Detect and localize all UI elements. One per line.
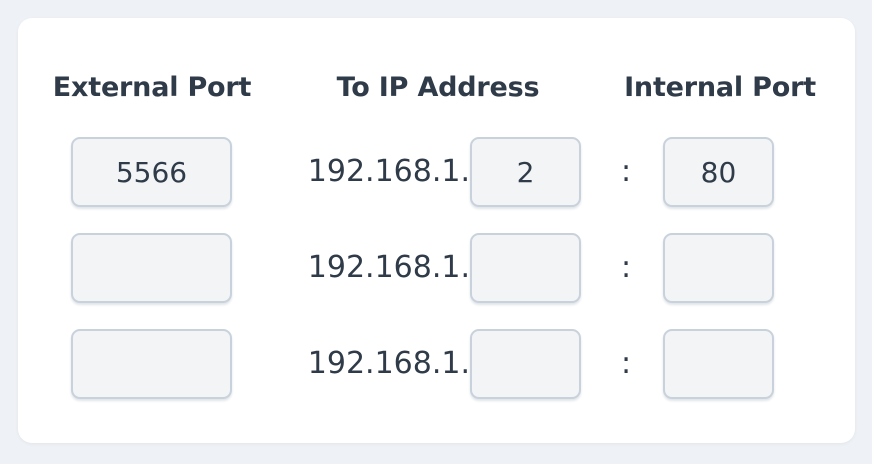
- port-forwarding-rows: 192.168.1. : 192.168.1. : 192.168.1. :: [18, 18, 855, 443]
- internal-port-input[interactable]: [663, 329, 774, 399]
- port-forwarding-card: External Port To IP Address Internal Por…: [18, 18, 855, 443]
- table-row: 192.168.1. :: [18, 137, 855, 207]
- table-row: 192.168.1. :: [18, 329, 855, 399]
- internal-port-input[interactable]: [663, 137, 774, 207]
- ip-prefix-label: 192.168.1.: [307, 346, 470, 381]
- external-port-input[interactable]: [71, 137, 232, 207]
- internal-port-input[interactable]: [663, 233, 774, 303]
- ip-octet-input[interactable]: [470, 329, 581, 399]
- ip-octet-input[interactable]: [470, 233, 581, 303]
- column-header-row: External Port To IP Address Internal Por…: [18, 72, 855, 114]
- ip-prefix-label: 192.168.1.: [307, 154, 470, 189]
- column-header-to-ip-address: To IP Address: [336, 72, 540, 103]
- ip-prefix-label: 192.168.1.: [307, 250, 470, 285]
- ip-octet-input[interactable]: [470, 137, 581, 207]
- external-port-input[interactable]: [71, 233, 232, 303]
- table-row: 192.168.1. :: [18, 233, 855, 303]
- column-header-external-port: External Port: [52, 72, 252, 103]
- port-separator-label: :: [620, 250, 632, 285]
- external-port-input[interactable]: [71, 329, 232, 399]
- port-separator-label: :: [620, 346, 632, 381]
- port-separator-label: :: [620, 154, 632, 189]
- column-header-internal-port: Internal Port: [624, 72, 816, 103]
